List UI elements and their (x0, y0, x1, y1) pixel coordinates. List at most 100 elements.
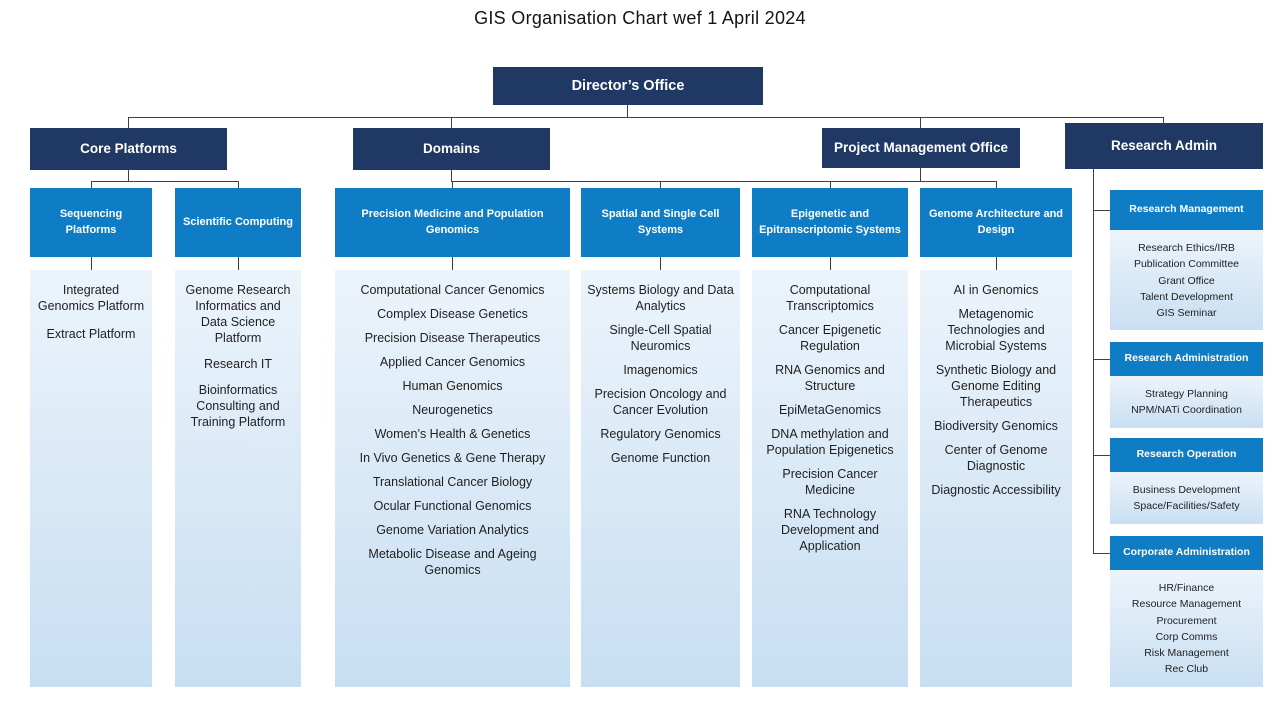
org-unit: Computational Transcriptomics (786, 283, 874, 313)
org-unit: Precision Cancer Medicine (782, 467, 878, 497)
org-unit: AI in Genomics (953, 283, 1039, 297)
node-project-management-office: Project Management Office (822, 128, 1020, 168)
org-unit: NPM/NATi Coordination (1131, 404, 1242, 417)
list-research-administration: Strategy Planning NPM/NATi Coordination (1110, 376, 1263, 428)
node-genome-architecture-design: Genome Architecture and Design (920, 188, 1072, 257)
org-unit: Metabolic Disease and Ageing Genomics (368, 547, 537, 577)
org-unit: Imagenomics (623, 363, 698, 377)
org-unit: Diagnostic Accessibility (931, 483, 1061, 497)
connector-line (128, 117, 1164, 118)
node-research-management: Research Management (1110, 190, 1263, 230)
connector-line (1093, 359, 1110, 360)
org-unit: RNA Genomics and Structure (775, 363, 885, 393)
org-unit: Genome Variation Analytics (376, 523, 529, 537)
org-unit: Systems Biology and Data Analytics (587, 283, 734, 313)
org-unit: Publication Committee (1133, 258, 1240, 271)
node-epigenetic-epitranscriptomic-systems: Epigenetic and Epitranscriptomic Systems (752, 188, 908, 257)
org-unit: Translational Cancer Biology (372, 475, 533, 489)
org-unit: In Vivo Genetics & Gene Therapy (359, 451, 546, 465)
list-scientific-computing: Genome Research Informatics and Data Sci… (175, 270, 301, 687)
org-unit: Strategy Planning (1145, 388, 1228, 400)
org-unit: EpiMetaGenomics (778, 403, 882, 417)
org-unit: Ocular Functional Genomics (373, 499, 532, 513)
connector-line (1093, 455, 1110, 456)
org-unit: Grant Office (1158, 274, 1215, 287)
node-precision-medicine-population-genomics: Precision Medicine and Population Genomi… (335, 188, 570, 257)
org-unit: Human Genomics (402, 379, 503, 393)
connector-line (1093, 553, 1110, 554)
org-unit: Resource Management (1131, 598, 1242, 611)
org-unit: Research IT (203, 357, 273, 371)
node-domains: Domains (353, 128, 550, 170)
connector-line (91, 257, 92, 270)
org-unit: Synthetic Biology and Genome Editing The… (935, 363, 1057, 409)
connector-line (1093, 169, 1094, 553)
chart-title: GIS Organisation Chart wef 1 April 2024 (474, 8, 806, 28)
connector-line (91, 181, 238, 182)
list-corporate-administration: HR/Finance Resource Management Procureme… (1110, 570, 1263, 687)
org-unit: Complex Disease Genetics (377, 307, 528, 321)
connector-line (920, 168, 921, 181)
connector-line (238, 257, 239, 270)
org-unit: Genome Function (610, 451, 711, 465)
connector-line (996, 257, 997, 270)
list-spatial-single-cell-systems: Systems Biology and Data Analytics Singl… (581, 270, 740, 687)
connector-line (996, 181, 997, 188)
node-research-administration: Research Administration (1110, 342, 1263, 376)
org-unit: Precision Oncology and Cancer Evolution (594, 387, 727, 417)
connector-line (128, 117, 129, 128)
org-unit: HR/Finance (1158, 582, 1215, 594)
org-unit: Rec Club (1164, 663, 1209, 676)
connector-line (627, 105, 628, 117)
node-sequencing-platforms: Sequencing Platforms (30, 188, 152, 257)
org-unit: Applied Cancer Genomics (379, 355, 526, 369)
connector-line (1163, 117, 1164, 123)
org-unit: Talent Development (1140, 290, 1233, 303)
list-research-operation: Business Development Space/Facilities/Sa… (1110, 472, 1263, 524)
connector-line (830, 257, 831, 270)
connector-line (451, 117, 452, 128)
org-unit: Procurement (1156, 614, 1217, 627)
node-core-platforms: Core Platforms (30, 128, 227, 170)
node-spatial-single-cell-systems: Spatial and Single Cell Systems (581, 188, 740, 257)
connector-line (452, 181, 453, 188)
node-directors-office: Director’s Office (493, 67, 763, 105)
connector-line (452, 257, 453, 270)
org-unit: Regulatory Genomics (600, 427, 721, 441)
org-unit: Computational Cancer Genomics (360, 283, 545, 297)
connector-line (1093, 210, 1110, 211)
connector-line (238, 181, 239, 188)
connector-line (830, 181, 831, 188)
org-unit: Corp Comms (1155, 630, 1218, 643)
list-sequencing-platforms: Integrated Genomics Platform Extract Pla… (30, 270, 152, 687)
connector-line (91, 181, 92, 188)
org-unit: Business Development (1132, 484, 1241, 496)
connector-line (920, 117, 921, 128)
org-unit: Genome Research Informatics and Data Sci… (185, 283, 291, 345)
list-genome-architecture-design: AI in Genomics Metagenomic Technologies … (920, 270, 1072, 687)
node-research-operation: Research Operation (1110, 438, 1263, 472)
org-unit: Precision Disease Therapeutics (364, 331, 541, 345)
org-unit: Single-Cell Spatial Neuromics (609, 323, 712, 353)
org-unit: Metagenomic Technologies and Microbial S… (945, 307, 1047, 353)
org-unit: Integrated Genomics Platform (37, 283, 145, 313)
org-unit: Space/Facilities/Safety (1133, 500, 1240, 513)
org-unit: Extract Platform (46, 327, 136, 341)
list-precision-medicine-population-genomics: Computational Cancer Genomics Complex Di… (335, 270, 570, 687)
connector-line (660, 181, 661, 188)
list-epigenetic-epitranscriptomic-systems: Computational Transcriptomics Cancer Epi… (752, 270, 908, 687)
connector-line (451, 181, 996, 182)
connector-line (660, 257, 661, 270)
org-unit: DNA methylation and Population Epigeneti… (766, 427, 894, 457)
org-unit: Cancer Epigenetic Regulation (778, 323, 882, 353)
org-unit: RNA Technology Development and Applicati… (781, 507, 879, 553)
org-unit: Center of Genome Diagnostic (944, 443, 1048, 473)
list-research-management: Research Ethics/IRB Publication Committe… (1110, 230, 1263, 330)
org-unit: Women’s Health & Genetics (374, 427, 531, 441)
node-corporate-administration: Corporate Administration (1110, 536, 1263, 570)
org-unit: Research Ethics/IRB (1138, 242, 1235, 254)
org-unit: Neurogenetics (412, 403, 493, 417)
org-unit: Bioinformatics Consulting and Training P… (190, 383, 286, 429)
node-research-admin: Research Admin (1065, 123, 1263, 169)
